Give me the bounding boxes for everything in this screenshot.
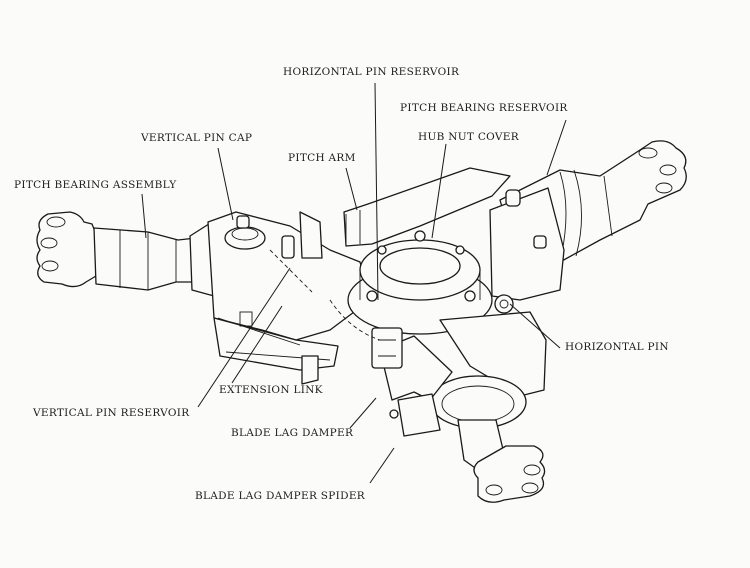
label-pitch-bearing-reservoir: PITCH BEARING RESERVOIR (400, 102, 568, 114)
leader-lines (141, 82, 567, 484)
pitch-arm (343, 167, 511, 247)
left-pitch-bearing-assembly (36, 211, 215, 297)
label-pitch-bearing-assembly: PITCH BEARING ASSEMBLY (14, 179, 177, 191)
left-hub-arm (207, 211, 371, 385)
label-extension-link: EXTENSION LINK (219, 384, 323, 396)
label-hub-nut-cover: HUB NUT COVER (418, 131, 519, 143)
label-vertical-pin-reservoir: VERTICAL PIN RESERVOIR (33, 407, 190, 419)
label-blade-lag-damper-spider: BLADE LAG DAMPER SPIDER (195, 490, 365, 502)
label-pitch-arm: PITCH ARM (288, 152, 356, 164)
blade-lag-damper (371, 327, 453, 437)
lower-pitch-bearing-assembly (429, 311, 547, 503)
label-horizontal-pin: HORIZONTAL PIN (565, 341, 669, 353)
label-vertical-pin-cap: VERTICAL PIN CAP (141, 132, 253, 144)
label-blade-lag-damper: BLADE LAG DAMPER (231, 427, 354, 439)
label-horizontal-pin-reservoir: HORIZONTAL PIN RESERVOIR (283, 66, 460, 78)
right-pitch-bearing-assembly (489, 140, 687, 314)
central-hub (347, 230, 493, 335)
